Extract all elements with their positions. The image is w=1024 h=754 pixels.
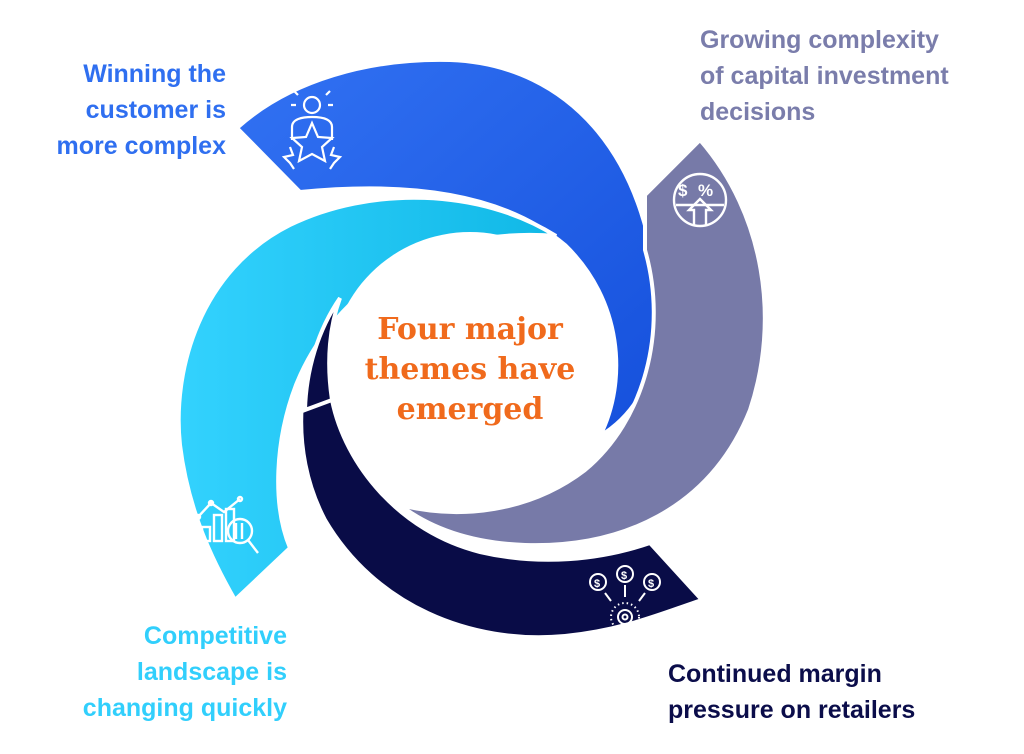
theme-label-line: landscape is — [136, 658, 287, 686]
theme-label-line: of capital investment — [700, 62, 949, 90]
svg-text:%: % — [698, 181, 713, 200]
theme-label-competitive: Competitive landscape is changing quickl… — [83, 618, 287, 726]
theme-label-line: customer is — [85, 96, 226, 124]
theme-label-line: Competitive — [143, 622, 287, 650]
swirl-segment-capital — [398, 137, 767, 548]
center-title: Four major themes have emerged — [330, 310, 610, 430]
theme-label-margin: Continued margin pressure on retailers — [668, 656, 915, 728]
center-title-line: Four major — [377, 312, 563, 347]
swirl-segment-margin — [299, 296, 706, 640]
chart-magnifier-icon — [194, 495, 259, 554]
center-title-line: themes have — [364, 352, 576, 387]
theme-label-line: decisions — [700, 98, 816, 126]
svg-text:$: $ — [594, 578, 600, 590]
theme-label-line: Winning the — [83, 60, 226, 88]
theme-label-customer: Winning the customer is more complex — [56, 56, 226, 164]
svg-text:$: $ — [621, 570, 627, 582]
center-circle — [330, 232, 610, 512]
theme-label-line: Continued margin — [668, 660, 882, 688]
theme-label-line: pressure on retailers — [668, 696, 916, 724]
theme-label-line: more complex — [56, 132, 226, 160]
money-gear-icon: $ $ $ — [589, 565, 661, 632]
person-star-icon — [281, 90, 343, 170]
svg-text:$: $ — [678, 181, 688, 200]
theme-label-line: changing quickly — [82, 694, 287, 722]
theme-label-capital: Growing complexity of capital investment… — [700, 22, 949, 130]
center-title-line: emerged — [396, 392, 544, 427]
percent-growth-icon: $ % — [672, 172, 728, 228]
svg-text:$: $ — [648, 578, 654, 590]
theme-label-line: Growing complexity — [700, 26, 939, 54]
